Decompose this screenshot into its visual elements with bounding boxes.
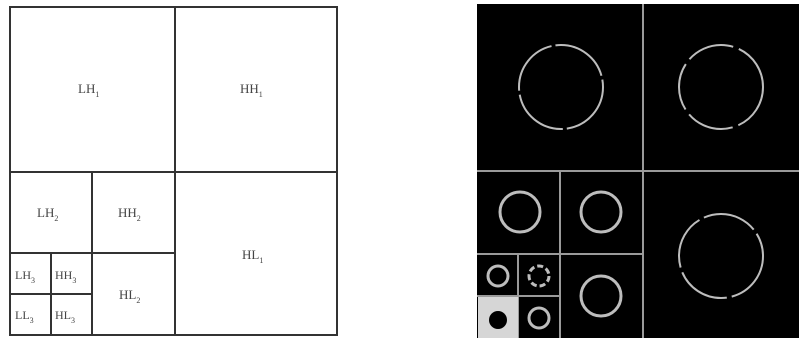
subband-label-hh2: HH2 xyxy=(118,205,141,223)
subband-label-lh3: LH3 xyxy=(15,268,35,285)
wavelet-subband-diagram: LH1 HH1 HL1 LH2 HH2 HL2 LH3 HH3 LL3 HL3 xyxy=(0,0,360,340)
wavelet-transform-image xyxy=(470,0,800,340)
ll3-disk xyxy=(489,311,507,329)
subband-label-lh1: LH1 xyxy=(78,81,99,99)
subband-label-lh2: LH2 xyxy=(37,205,58,223)
subband-label-hl1: HL1 xyxy=(242,247,263,265)
subband-label-hh3: HH3 xyxy=(55,268,76,285)
subband-label-hl3: HL3 xyxy=(55,308,75,325)
subband-label-hh1: HH1 xyxy=(240,81,263,99)
subband-label-hl2: HL2 xyxy=(119,287,140,305)
subband-label-ll3: LL3 xyxy=(15,308,34,325)
